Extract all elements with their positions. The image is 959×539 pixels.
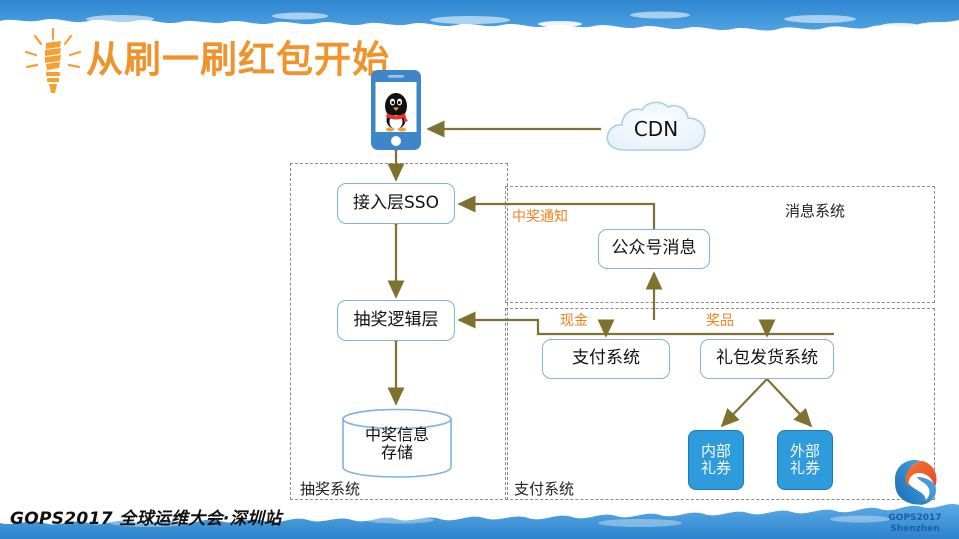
lightbulb-icon [16,26,90,96]
logo-caption-line2: Shenzhen [890,523,940,534]
node-prize-info-storage[interactable]: 中奖信息 存储 [341,407,453,479]
edge-gift-to-inner [720,378,768,428]
node-label-external-coupon-line2: 礼券 [789,459,820,477]
node-external-coupon[interactable]: 外部 礼券 [777,430,833,490]
edge-label-cash: 现金 [560,313,588,329]
group-label-message: 消息系统 [785,202,846,220]
node-payment-system[interactable]: 支付系统 [542,339,670,379]
node-internal-coupon[interactable]: 内部 礼券 [688,430,744,490]
group-message-system [505,186,935,303]
node-cdn-cloud[interactable]: CDN [601,98,711,160]
node-access-layer-sso[interactable]: 接入层SSO [337,183,455,224]
edge-gift-to-outer [766,378,813,428]
logo-caption-line1: GOPS2017 [888,512,942,523]
qq-penguin-icon [385,93,408,132]
footer-brand: GOPS2017 全球运维大会·深圳站 [10,509,282,529]
edge-label-prize: 奖品 [706,313,734,329]
gops-swirl-logo [887,455,945,507]
node-gift-delivery-system[interactable]: 礼包发货系统 [700,339,834,379]
node-label-internal-coupon-line1: 内部 [700,441,731,460]
top-banner [0,0,959,40]
page-title: 从刷一刷红包开始 [86,38,390,81]
logo-caption: GOPS2017 Shenzhen [879,513,951,536]
phone-device-icon [371,70,421,150]
edge-prize-notice [457,195,656,229]
group-label-payment: 支付系统 [514,480,575,498]
node-official-account-message[interactable]: 公众号消息 [598,229,710,269]
edge-label-prize-notice: 中奖通知 [512,209,568,225]
bottom-banner [0,489,959,539]
edge-payment-bus-to-logic [457,311,834,336]
node-label-external-coupon-line1: 外部 [789,441,820,460]
group-label-lottery: 抽奖系统 [300,480,361,498]
group-payment-system [505,308,935,500]
node-lottery-logic-layer[interactable]: 抽奖逻辑层 [337,300,455,341]
node-label-internal-coupon-line2: 礼券 [700,459,731,477]
